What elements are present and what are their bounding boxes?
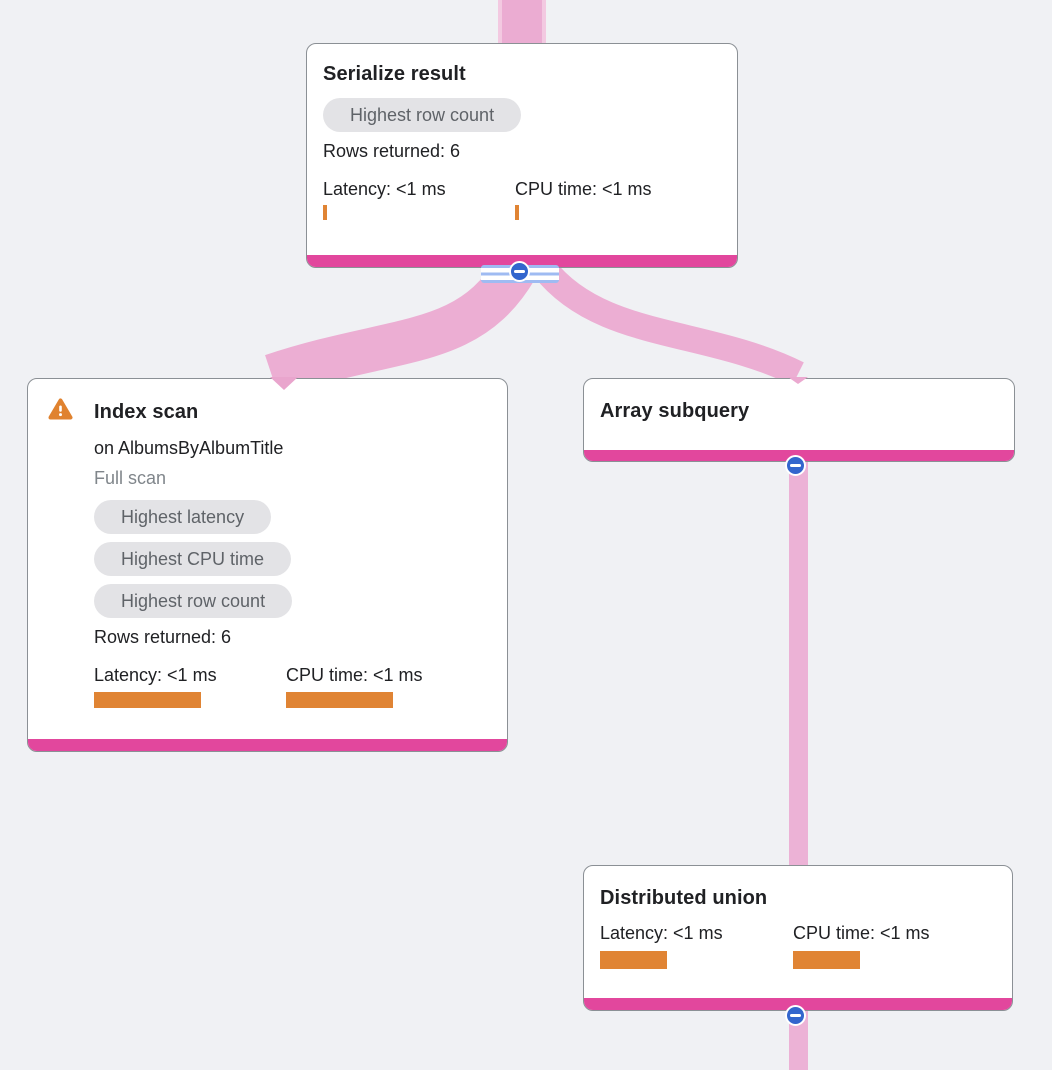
minus-icon xyxy=(790,1014,801,1017)
badge-pill: Highest latency xyxy=(94,500,272,534)
edge-serialize-to-index-scan xyxy=(265,256,535,397)
node-title: Index scan xyxy=(94,401,199,423)
badge-pill: Highest CPU time xyxy=(94,542,292,576)
warning-icon xyxy=(48,398,73,420)
node-subtitle: on AlbumsByAlbumTitle xyxy=(94,438,284,458)
node-serialize-result[interactable]: Serialize result Highest row count Rows … xyxy=(306,43,738,268)
latency-label: Latency: <1 ms xyxy=(94,665,217,685)
full-scan-note: Full scan xyxy=(94,468,167,488)
node-index-scan[interactable]: Index scan on AlbumsByAlbumTitle Full sc… xyxy=(27,378,508,752)
node-title: Array subquery xyxy=(600,400,750,422)
minus-icon xyxy=(790,464,801,467)
edge-top-ribbon xyxy=(498,0,546,44)
latency-bar xyxy=(323,205,327,220)
node-accent-bar xyxy=(584,998,1012,1010)
node-array-subquery[interactable]: Array subquery xyxy=(583,378,1015,462)
cpu-time-bar xyxy=(793,951,860,969)
node-title: Serialize result xyxy=(323,63,466,85)
rows-returned-label: Rows returned: 6 xyxy=(94,627,232,647)
cpu-time-label: CPU time: <1 ms xyxy=(286,665,423,685)
badge-pill: Highest row count xyxy=(323,98,522,132)
collapse-button-distributed-union[interactable] xyxy=(785,1005,806,1026)
minus-icon xyxy=(514,270,525,273)
edge-serialize-to-array-subquery xyxy=(533,259,804,386)
edge-arrow-tip xyxy=(788,377,808,384)
latency-label: Latency: <1 ms xyxy=(323,179,446,199)
collapse-button-array-subquery[interactable] xyxy=(785,455,806,476)
collapse-button-serialize-result[interactable] xyxy=(509,261,530,282)
cpu-time-label: CPU time: <1 ms xyxy=(793,923,930,943)
rows-returned-label: Rows returned: 6 xyxy=(323,141,461,161)
edge-array-to-distributed xyxy=(789,459,808,866)
node-accent-bar xyxy=(28,739,507,751)
cpu-time-bar xyxy=(515,205,519,220)
latency-label: Latency: <1 ms xyxy=(600,923,723,943)
cpu-time-label: CPU time: <1 ms xyxy=(515,179,652,199)
node-title: Distributed union xyxy=(600,887,768,909)
badge-pill: Highest row count xyxy=(94,584,293,618)
cpu-time-bar xyxy=(286,692,393,708)
node-distributed-union[interactable]: Distributed union Latency: <1 ms CPU tim… xyxy=(583,865,1013,1011)
latency-bar xyxy=(94,692,201,708)
latency-bar xyxy=(600,951,667,969)
